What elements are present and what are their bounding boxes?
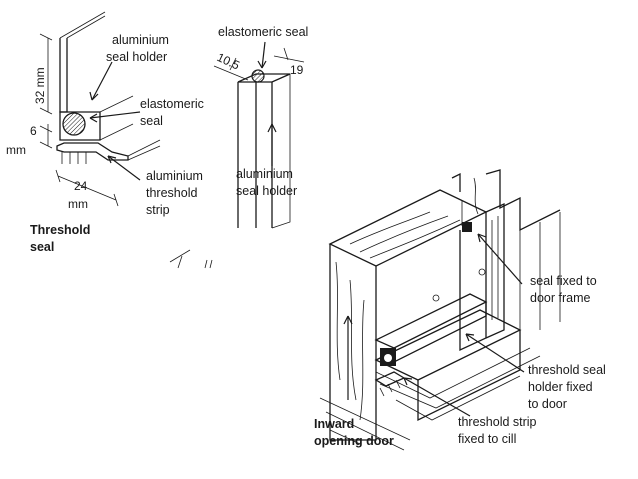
door-leaf (329, 244, 377, 441)
label-elastomeric-line1: elastomeric (140, 97, 204, 111)
label-threshold-line3: strip (146, 203, 170, 217)
label-middle-holder-line2: seal holder (236, 184, 297, 198)
label-seal-holder-line2: seal holder (106, 50, 167, 64)
dim-24-unit: mm (68, 197, 88, 211)
label-seal-frame-line1: seal fixed to (530, 274, 597, 288)
arrow-seal-holder (91, 61, 113, 101)
arrow-middle-seal (261, 41, 266, 69)
label-strip-line2: fixed to cill (458, 432, 516, 446)
label-elastomeric-line2: seal (140, 114, 163, 128)
label-middle-elastomeric: elastomeric seal (218, 25, 308, 39)
stray-marks (169, 249, 213, 269)
label-inward-line1: Inward (314, 417, 354, 431)
label-threshold-line2: threshold (146, 186, 197, 200)
label-holder-line3: to door (528, 397, 567, 411)
label-threshold-line1: aluminium (146, 169, 203, 183)
label-seal-holder-line1: aluminium (112, 33, 169, 47)
label-holder-line2: holder fixed (528, 380, 593, 394)
arrow-threshold-strip (107, 155, 141, 181)
title-threshold: Threshold (30, 223, 90, 237)
arrow-elastomeric (89, 111, 141, 119)
label-inward-line2: opening door (314, 434, 394, 448)
dim-6: 6 (30, 124, 37, 138)
label-middle-holder-line1: aluminium (236, 167, 293, 181)
dim-6-unit: mm (6, 143, 26, 157)
dim-10-5: 10.5 (215, 50, 242, 73)
isometric-door-drawing (319, 169, 561, 451)
label-holder-line1: threshold seal (528, 363, 606, 377)
arrow-seal-frame (477, 233, 523, 285)
frame-seal-block (462, 222, 472, 232)
dim-19: 19 (290, 63, 304, 77)
screw-1 (432, 294, 440, 302)
seal-holder-bulb (384, 354, 392, 362)
label-strip-line1: threshold strip (458, 415, 537, 429)
dim-24: 24 (74, 179, 88, 193)
screw-2 (478, 268, 486, 276)
seal-bulb (251, 69, 265, 83)
dim-32mm: 32 mm (33, 67, 47, 104)
arrow-threshold-strip-iso (403, 377, 471, 417)
middle-seal-holder-drawing (213, 47, 305, 229)
label-seal-frame-line2: door frame (530, 291, 590, 305)
title-seal: seal (30, 240, 54, 254)
arrow-holder-door (465, 333, 525, 373)
left-section-drawing (39, 11, 161, 207)
elastomeric-seal-hatch (62, 112, 86, 136)
